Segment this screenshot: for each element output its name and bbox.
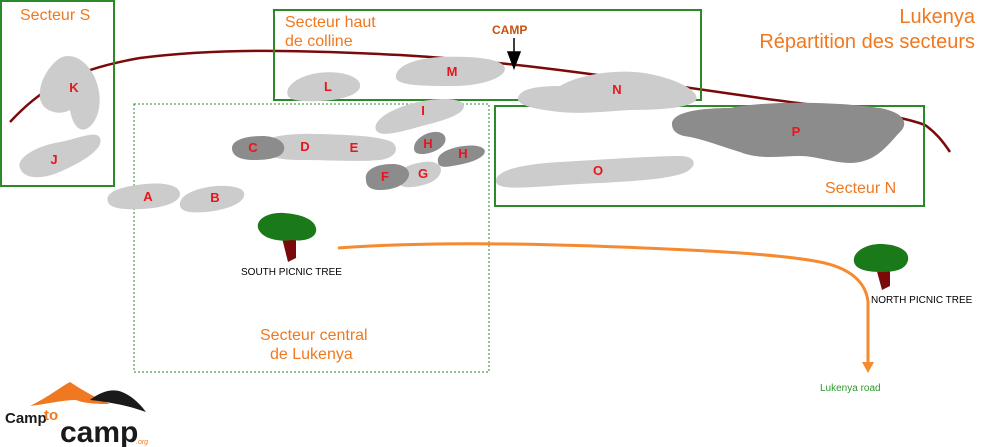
rock-p: [672, 102, 905, 163]
rock-label-a: A: [143, 189, 153, 204]
north-tree-icon: [853, 244, 909, 290]
road-arrow-icon: [862, 362, 874, 373]
rock-g: [397, 161, 442, 188]
rock-j: [19, 134, 101, 178]
rock-h1: [414, 131, 446, 154]
rock-label-n: N: [612, 82, 621, 97]
logo-text-org: .org: [136, 439, 148, 446]
sector-haut-label-line2: de colline: [285, 33, 353, 50]
rock-label-o: O: [593, 163, 603, 178]
logo-text-camp2: camp: [60, 416, 138, 447]
rock-o: [495, 156, 694, 188]
lukenya-road: [337, 242, 870, 364]
sector-n-box: [494, 105, 925, 207]
rock-label-i: I: [421, 103, 425, 118]
rock-label-c: C: [248, 140, 258, 155]
map-title: Lukenya: [899, 6, 975, 28]
logo-text-to: to: [44, 407, 58, 424]
rock-h2: [437, 145, 485, 167]
camp-label: CAMP: [492, 23, 527, 37]
rock-k: [39, 56, 100, 130]
rock-c: [232, 136, 285, 160]
rock-b: [179, 185, 245, 213]
sector-s-box: [0, 0, 115, 187]
rock-label-h2: H: [458, 146, 467, 161]
sector-s-label: Secteur S: [20, 7, 90, 24]
sector-central-box: [133, 103, 490, 373]
rock-label-j: J: [50, 152, 57, 167]
rock-de: [262, 133, 396, 161]
sector-haut-box: [273, 9, 702, 101]
sector-n-label: Secteur N: [825, 180, 896, 197]
rock-i: [375, 98, 464, 134]
rock-label-l: L: [324, 79, 332, 94]
sector-central-label-line1: Secteur central: [260, 327, 368, 344]
rock-label-k: K: [69, 80, 79, 95]
camptocamp-logo: Camp to camp .org: [5, 382, 148, 447]
south-tree-label: SOUTH PICNIC TREE: [241, 267, 342, 278]
sector-haut-label-line1: Secteur haut: [285, 14, 376, 31]
rock-m: [395, 56, 505, 86]
rock-label-h1: H: [423, 136, 432, 151]
rock-label-p: P: [792, 124, 801, 139]
logo-text-camp: Camp: [5, 410, 47, 427]
rock-label-f: F: [381, 169, 389, 184]
road-label: Lukenya road: [820, 383, 881, 394]
north-tree-label: NORTH PICNIC TREE: [871, 295, 973, 306]
rock-label-e: E: [350, 140, 359, 155]
south-tree-icon: [257, 212, 317, 262]
rock-n: [517, 71, 697, 113]
rock-l: [287, 72, 361, 102]
rock-label-d: D: [300, 139, 309, 154]
rock-f: [365, 164, 410, 190]
map-subtitle: Répartition des secteurs: [759, 31, 975, 53]
rock-label-m: M: [447, 64, 458, 79]
rock-label-b: B: [210, 190, 219, 205]
rock-label-g: G: [418, 166, 428, 181]
sector-central-label-line2: de Lukenya: [270, 346, 353, 363]
camp-arrow-icon: [506, 38, 522, 71]
rock-a: [107, 183, 180, 210]
